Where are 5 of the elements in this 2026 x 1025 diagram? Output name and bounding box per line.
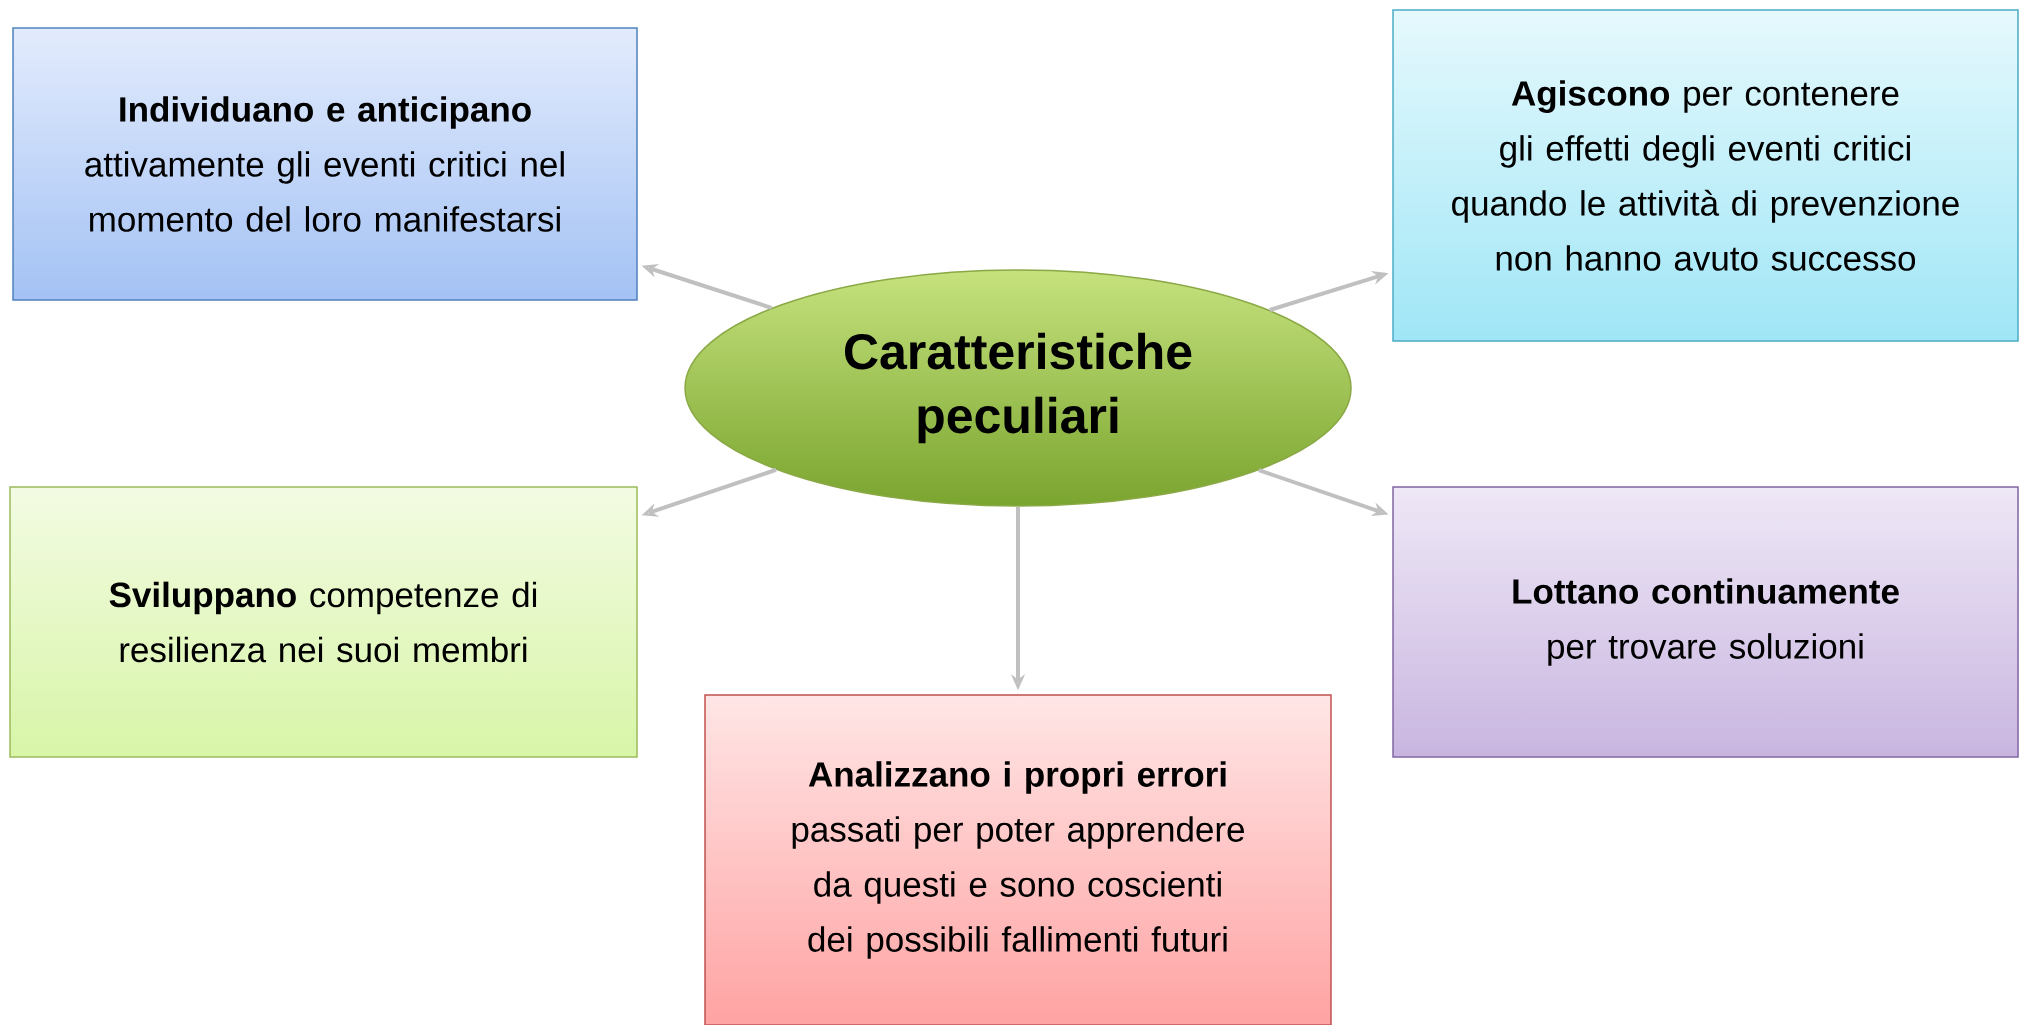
text-box: Lottano continuamente per trovare soluzioni <box>1392 486 2019 758</box>
text-box: Agiscono per contenere gli effetti degli eventi critici quando le attività di prevenzione non hanno avuto successo <box>1392 9 2019 342</box>
text-box: Individuano e anticipano attivamente gli eventi critici nel momento del loro manifestarsi <box>12 27 638 301</box>
text-box: Analizzano i propri errori passati per poter apprendere da questi e sono coscienti dei possibili fallimenti futuri <box>704 694 1332 1025</box>
text-box: Sviluppano competenze di resilienza nei suoi membri <box>9 486 638 758</box>
